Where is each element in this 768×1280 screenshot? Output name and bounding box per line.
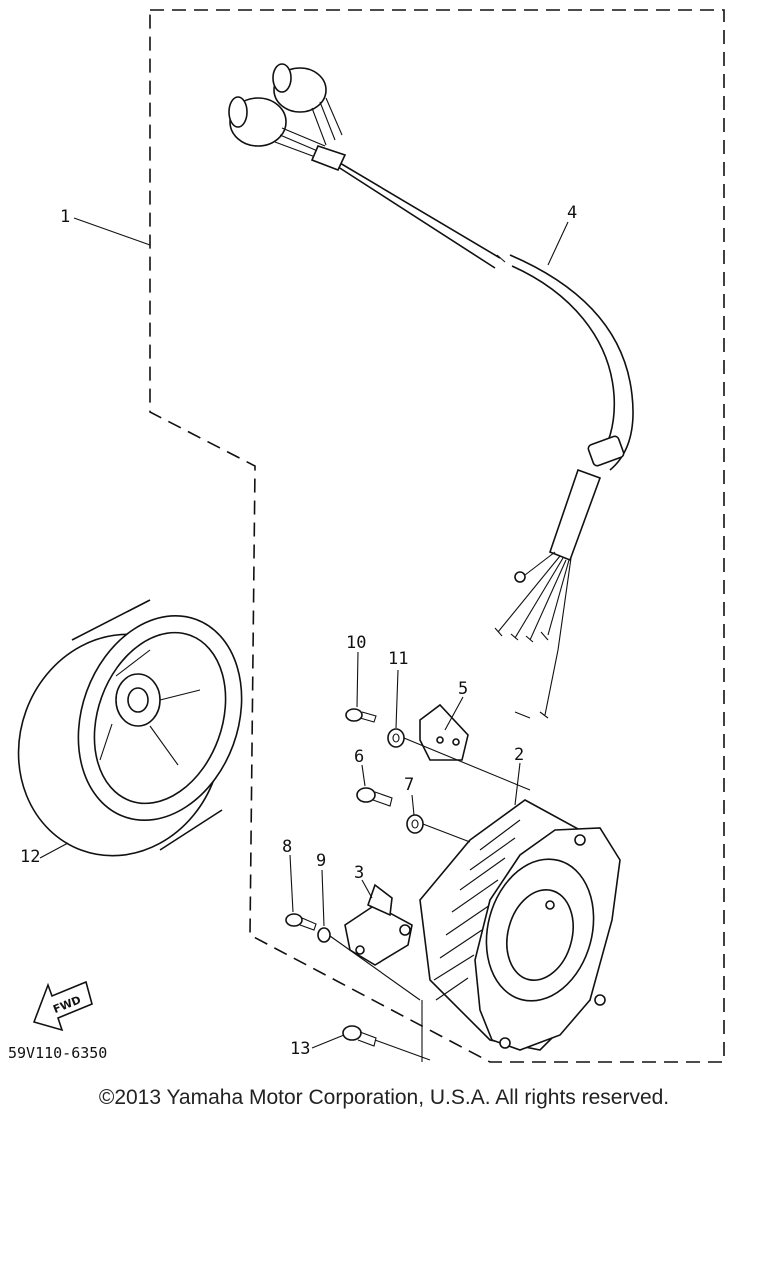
- screw-13: [342, 1025, 377, 1047]
- callout-9: 9: [316, 851, 326, 871]
- callout-10: 10: [346, 633, 366, 653]
- stator: [419, 799, 621, 1051]
- flywheel: [17, 599, 243, 857]
- washer-9: [317, 927, 331, 943]
- bracket: [419, 703, 469, 761]
- callout-7: 7: [404, 775, 414, 795]
- callout-3: 3: [354, 863, 364, 883]
- connector-lower: [228, 96, 326, 159]
- diagram-code: 59V110-6350: [8, 1044, 107, 1062]
- washer-11: [387, 728, 405, 748]
- callout-5: 5: [458, 679, 468, 699]
- washer-7: [406, 814, 424, 834]
- screw-8: [285, 913, 317, 931]
- leader-lines: [39, 217, 569, 1049]
- guide-lines: [329, 737, 531, 1062]
- screw-10: [345, 708, 377, 723]
- callout-1: 1: [60, 207, 70, 227]
- copyright-notice: ©2013 Yamaha Motor Corporation, U.S.A. A…: [98, 1086, 670, 1109]
- callout-6: 6: [354, 747, 364, 767]
- callout-2: 2: [514, 745, 524, 765]
- connector-upper: [272, 63, 343, 146]
- fwd-arrow-icon: FWD: [32, 980, 93, 1032]
- assembly-boundary: [149, 9, 725, 1063]
- wire-harness: [228, 63, 634, 719]
- callout-8: 8: [282, 837, 292, 857]
- pulser-coil: [344, 883, 413, 966]
- callout-4: 4: [567, 203, 577, 223]
- screw-6: [356, 787, 393, 807]
- callout-11: 11: [388, 649, 408, 669]
- callout-13: 13: [290, 1039, 310, 1059]
- callout-12: 12: [20, 847, 40, 867]
